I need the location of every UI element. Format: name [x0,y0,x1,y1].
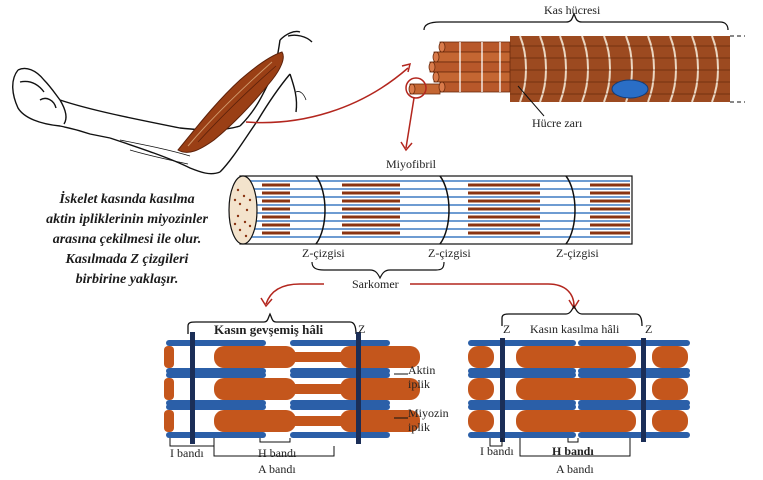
sarcomere-brace [311,261,445,280]
caption-line: Kasılmada Z çizgileri [65,252,189,267]
relaxed-i-band-label: I bandı [170,446,204,460]
arrow-cell-to-myofibril [405,97,415,149]
relaxed-sarcomere [164,312,420,457]
biceps-muscle [177,51,284,153]
muscle-cell-brace [423,12,729,31]
relaxed-title: Kasın gevşemiş hâli [214,322,324,337]
label-actin-2: iplik [408,377,431,391]
relaxed-a-band-bracket [213,446,335,457]
myofibril-filaments [250,180,630,238]
contracted-z-line-right [641,338,646,442]
caption-line: birbirine yaklaşır. [75,272,179,287]
contracted-a-band-label: A bandı [556,462,594,476]
caption-text: İskelet kasında kasılma aktin ipliklerin… [22,190,232,290]
caption-line: arasına çekilmesi ile olur. [52,232,202,247]
z-disc-2 [439,175,450,245]
myofibril-highlight-circle [405,77,427,99]
label-z-line-3: Z-çizgisi [556,246,599,260]
label-myofibril: Miyofibril [386,157,436,171]
z-disc-3 [565,175,576,245]
myofibril-bundle [408,41,511,95]
label-myosin-1: Miyozin [408,406,449,420]
relaxed-i-band-bracket [169,438,215,447]
contracted-title: Kasın kasılma hâli [530,322,620,336]
caption-line: aktin ipliklerinin miyozinler [46,212,208,227]
contracted-sarcomere [468,304,690,457]
arrow-sarcomere-to-contracted [410,283,575,307]
contracted-i-band-bracket [489,438,503,447]
arm-illustration [12,30,313,175]
myofibril-cross-section [228,175,258,245]
label-actin-1: Aktin [408,363,436,377]
label-myosin-2: iplik [408,420,431,434]
contracted-a-band-bracket [519,438,631,457]
cell-nucleus [611,79,649,99]
z-disc-1 [315,175,326,245]
relaxed-z-line-left [190,332,195,444]
contracted-z-line-left [500,338,505,442]
relaxed-h-band-label: H bandı [258,446,297,460]
relaxed-h-band-bracket [259,438,291,443]
label-sarcomere: Sarkomer [352,277,399,291]
label-z-line-2: Z-çizgisi [428,246,471,260]
muscle-cell [405,12,745,117]
caption-line: İskelet kasında kasılma [59,192,195,207]
label-z-line-1: Z-çizgisi [302,246,345,260]
relaxed-z-line-right [356,332,361,444]
contracted-z-left: Z [503,322,511,336]
cell-striations [519,35,719,103]
myofibril [228,175,633,280]
label-muscle-cell: Kas hücresi [544,3,601,17]
relaxed-z-label: Z [358,322,366,336]
relaxed-brace [187,312,357,335]
arrow-sarcomere-to-relaxed [265,283,324,305]
label-cell-membrane: Hücre zarı [532,116,583,130]
contracted-i-band-label: I bandı [480,444,514,458]
contracted-z-right: Z [645,322,653,336]
contracted-h-band-bracket [567,438,579,443]
contracted-h-band-label: H bandı [552,444,594,458]
relaxed-a-band-label: A bandı [258,462,296,476]
arrow-muscle-to-cell [245,67,409,124]
contracted-brace [501,304,643,327]
